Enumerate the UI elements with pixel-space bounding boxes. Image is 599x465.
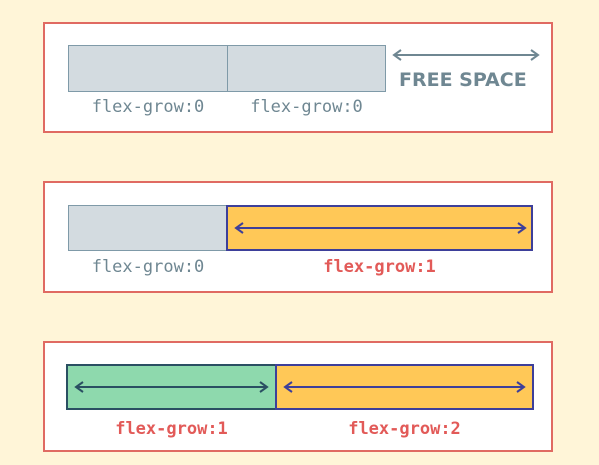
flex-item-right-grown xyxy=(226,205,533,251)
panel-grow-one-two: flex-grow:1 flex-grow:2 xyxy=(43,341,553,452)
flex-grow-label-right: flex-grow:1 xyxy=(323,257,436,277)
grow-arrow-icon xyxy=(234,222,527,234)
flex-item-right-grown xyxy=(275,364,534,410)
panel-grow-one: flex-grow:0 flex-grow:1 xyxy=(43,181,553,293)
free-space-label: FREE SPACE xyxy=(399,69,527,91)
flex-item-right xyxy=(227,45,386,92)
flex-grow-label-left: flex-grow:1 xyxy=(115,419,228,439)
panel-no-grow: FREE SPACE flex-grow:0 flex-grow:0 xyxy=(43,22,553,133)
flex-item-left xyxy=(68,205,228,251)
grow-arrow-icon xyxy=(74,381,269,393)
flex-grow-label-right: flex-grow:0 xyxy=(250,97,363,117)
grow-arrow-icon xyxy=(283,381,526,393)
free-space-arrow-icon xyxy=(392,49,540,61)
flex-grow-label-left: flex-grow:0 xyxy=(91,97,205,117)
flex-item-left-grown xyxy=(66,364,277,410)
flex-item-left xyxy=(68,45,228,92)
flex-grow-label-right: flex-grow:2 xyxy=(348,419,461,439)
flex-grow-label-left: flex-grow:0 xyxy=(91,257,205,277)
